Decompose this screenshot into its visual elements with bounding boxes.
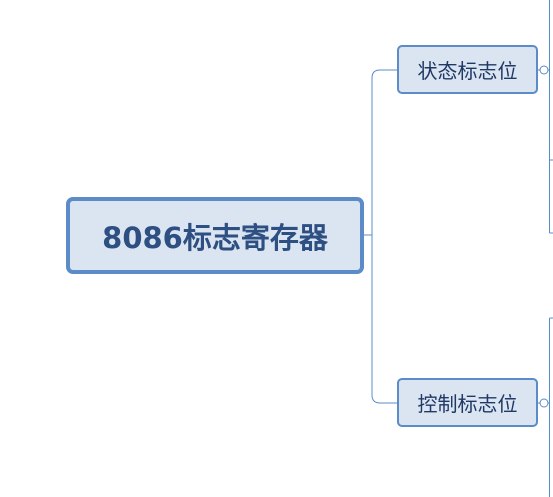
branch-connector-1 (371, 69, 397, 235)
topic-label: 控制标志位 (417, 392, 518, 416)
root-topic-label: 8086标志寄存器 (102, 220, 328, 255)
topic-status-flags[interactable]: 状态标志位 (397, 45, 538, 94)
expand-toggle-icon[interactable] (539, 398, 549, 408)
root-topic[interactable]: 8086标志寄存器 (66, 197, 364, 274)
topic-label: 状态标志位 (417, 59, 518, 83)
topic-control-flags[interactable]: 控制标志位 (397, 378, 538, 427)
branch-connector-2 (371, 235, 397, 404)
expand-toggle-icon[interactable] (539, 65, 549, 75)
